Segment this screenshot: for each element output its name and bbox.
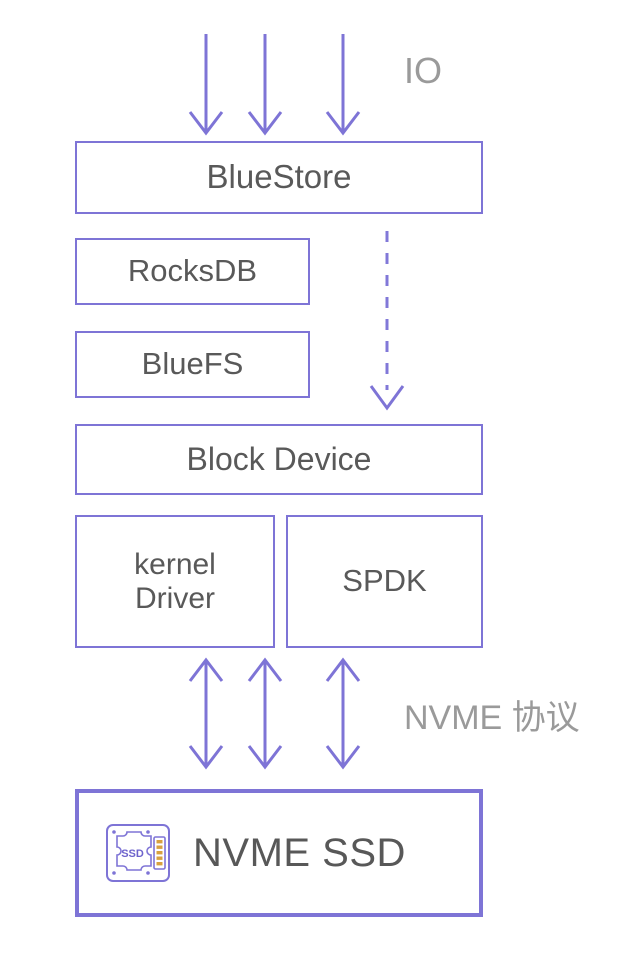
block-block-device[interactable]: Block Device	[75, 424, 483, 495]
nvme-ssd-content: SSD NVME SSD	[79, 823, 406, 883]
io-arrow-3	[325, 34, 361, 136]
io-arrow-2	[247, 34, 283, 136]
ssd-chip-icon: SSD	[106, 824, 170, 882]
nvme-arrow-2	[247, 657, 283, 770]
nvme-arrow-1	[188, 657, 224, 770]
block-rocksdb[interactable]: RocksDB	[75, 238, 310, 305]
nvme-arrow-3	[325, 657, 361, 770]
io-arrow-1	[188, 34, 224, 136]
block-bluestore[interactable]: BlueStore	[75, 141, 483, 214]
block-kernel-driver[interactable]: kernel Driver	[75, 515, 275, 648]
block-bluefs[interactable]: BlueFS	[75, 331, 310, 398]
block-nvme-ssd[interactable]: SSD NVME SSD	[75, 789, 483, 917]
bluestore-to-block-device-dashed-arrow	[369, 231, 405, 411]
nvme-protocol-label: NVME 协议	[404, 699, 580, 737]
nvme-ssd-label: NVME SSD	[193, 830, 406, 875]
ssd-chip-text: SSD	[121, 848, 144, 860]
block-spdk[interactable]: SPDK	[286, 515, 483, 648]
io-label: IO	[404, 50, 443, 91]
